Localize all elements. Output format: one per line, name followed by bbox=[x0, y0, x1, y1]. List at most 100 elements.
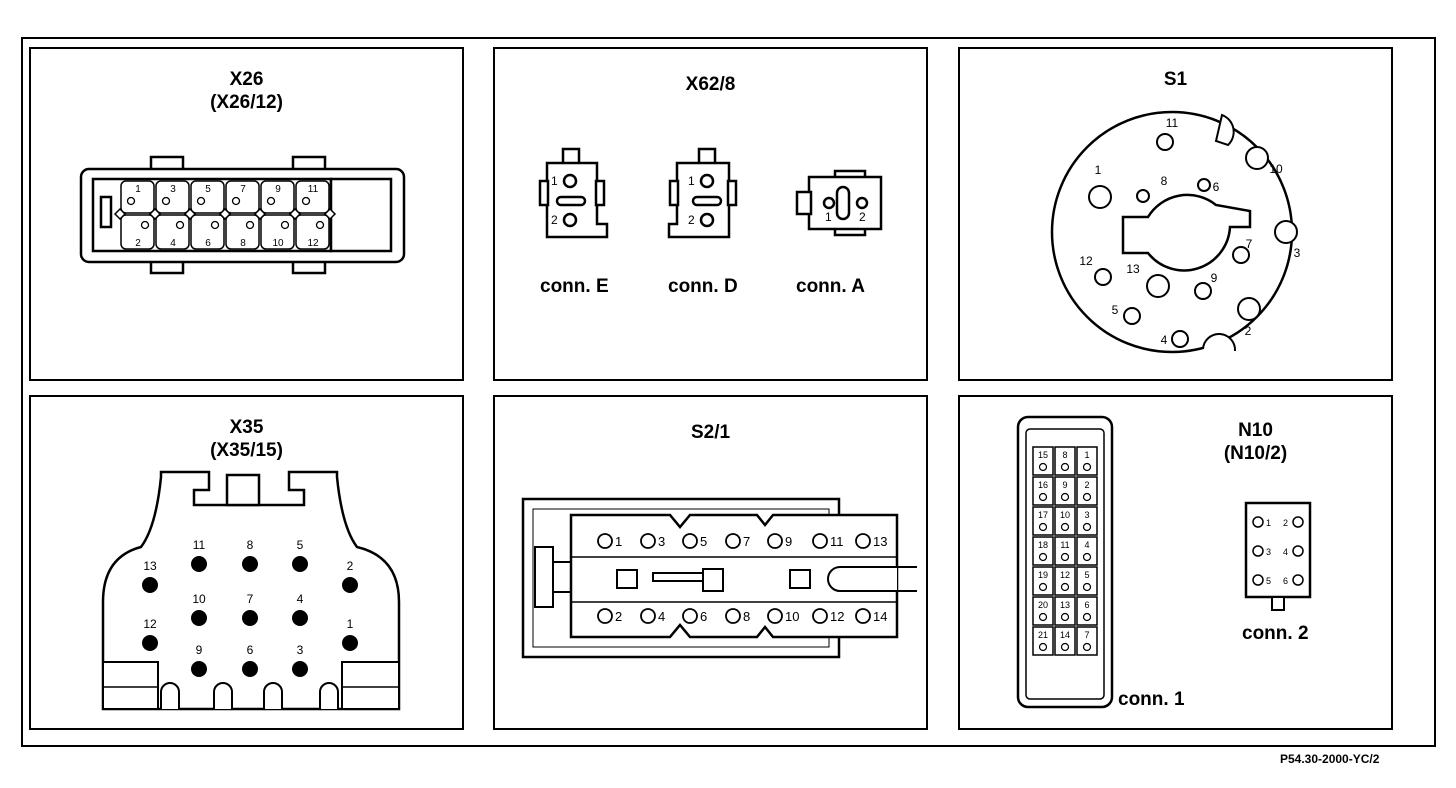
s2-1-pin bbox=[725, 608, 741, 624]
n10-conn1-cell bbox=[1032, 536, 1054, 566]
s1-pin-label: 10 bbox=[1269, 162, 1283, 176]
x35-pin bbox=[242, 610, 258, 626]
x35-pin-label: 4 bbox=[297, 592, 304, 606]
x35-pin-label: 2 bbox=[347, 559, 354, 573]
n10-conn1-pin bbox=[1082, 522, 1092, 532]
conn-1-label: conn. 1 bbox=[1118, 689, 1185, 710]
n10-conn1-pin-label: 14 bbox=[1060, 630, 1070, 640]
n10-conn1-cell bbox=[1076, 596, 1098, 626]
x26-pin-label: 2 bbox=[135, 238, 141, 249]
x26-cell bbox=[295, 180, 330, 214]
panel-title: X26 bbox=[229, 69, 264, 90]
s2-1-pin-label: 2 bbox=[615, 609, 622, 624]
n10-conn2-pin bbox=[1252, 574, 1264, 586]
n10-conn1-pin-label: 10 bbox=[1060, 510, 1070, 520]
x26-pin-label: 5 bbox=[205, 184, 211, 195]
x35-pin bbox=[292, 661, 308, 677]
x26-key-diamond bbox=[183, 207, 197, 221]
x35-pin-label: 6 bbox=[247, 643, 254, 657]
n10-conn2-pin-label: 1 bbox=[1266, 518, 1271, 528]
s2-1-pin-label: 9 bbox=[785, 534, 792, 549]
s2-1-pin bbox=[725, 533, 741, 549]
x26-key-diamond bbox=[113, 207, 127, 221]
n10-conn1-cell bbox=[1076, 476, 1098, 506]
x26-key-diamond bbox=[148, 207, 162, 221]
panel-subtitle: (N10/2) bbox=[1223, 443, 1288, 464]
s1-pin-label: 1 bbox=[1095, 163, 1102, 177]
n10-conn1-pin-label: 17 bbox=[1038, 510, 1048, 520]
conn-d-shape bbox=[667, 147, 738, 239]
s2-1-pin bbox=[767, 608, 783, 624]
panel-subtitle: (X26/12) bbox=[210, 92, 283, 113]
n10-conn1-pin-label: 20 bbox=[1038, 600, 1048, 610]
x26-pin-hole bbox=[175, 220, 185, 230]
n10-conn2-pin bbox=[1292, 516, 1304, 528]
n10-conn2-pin bbox=[1252, 516, 1264, 528]
n10-conn1-cell bbox=[1054, 626, 1076, 656]
conn-d-pin-2: 2 bbox=[688, 213, 695, 227]
s2-1-pin bbox=[855, 608, 871, 624]
panel-title: S1 bbox=[1163, 69, 1188, 90]
s2-1-pin-label: 10 bbox=[785, 609, 799, 624]
x26-key-diamond bbox=[253, 207, 267, 221]
x35-pin-label: 13 bbox=[143, 559, 157, 573]
x26-pin-hole bbox=[140, 220, 150, 230]
x35-pin bbox=[242, 556, 258, 572]
n10-conn2-pin-label: 3 bbox=[1266, 547, 1271, 557]
x26-pin-label: 9 bbox=[275, 184, 281, 195]
n10-conn1-pin bbox=[1082, 582, 1092, 592]
n10-conn1-pin-label: 12 bbox=[1060, 570, 1070, 580]
n10-conn1-pin-label: 5 bbox=[1084, 570, 1089, 580]
s2-1-pin bbox=[812, 608, 828, 624]
x26-pin-hole bbox=[161, 196, 171, 206]
n10-conn1-cell bbox=[1032, 476, 1054, 506]
n10-conn1-pin-label: 16 bbox=[1038, 480, 1048, 490]
x35-pin bbox=[292, 610, 308, 626]
x26-pin-hole bbox=[266, 196, 276, 206]
x26-cell bbox=[190, 180, 225, 214]
n10-conn1-pin bbox=[1060, 492, 1070, 502]
conn-d-label: conn. D bbox=[668, 276, 738, 297]
panel-title: N10 bbox=[1238, 420, 1273, 441]
conn-e-label: conn. E bbox=[540, 276, 609, 297]
s1-pin-hole bbox=[1237, 297, 1261, 321]
x26-pin-label: 6 bbox=[205, 238, 211, 249]
n10-conn1-pin bbox=[1060, 612, 1070, 622]
x35-pin-label: 9 bbox=[196, 643, 203, 657]
n10-conn1-pin-label: 15 bbox=[1038, 450, 1048, 460]
x26-pin-hole bbox=[301, 196, 311, 206]
figure-reference: P54.30-2000-YC/2 bbox=[1280, 752, 1380, 766]
s1-pin-label: 6 bbox=[1213, 180, 1220, 194]
n10-conn1-pin-label: 7 bbox=[1084, 630, 1089, 640]
n10-conn1-pin-label: 8 bbox=[1062, 450, 1067, 460]
x35-pin-label: 12 bbox=[143, 617, 157, 631]
s1-pin-label: 7 bbox=[1246, 237, 1253, 251]
n10-conn1-cell bbox=[1032, 446, 1054, 476]
n10-conn1-pin bbox=[1038, 522, 1048, 532]
s1-pin-label: 5 bbox=[1112, 303, 1119, 317]
s1-pin-hole bbox=[1274, 220, 1298, 244]
x35-pin-label: 11 bbox=[193, 538, 206, 552]
s1-pin-label: 3 bbox=[1294, 246, 1301, 260]
panel-title: X62/8 bbox=[685, 74, 736, 95]
x26-pin-hole bbox=[210, 220, 220, 230]
s2-1-pin-label: 12 bbox=[830, 609, 844, 624]
n10-conn1-pin bbox=[1060, 462, 1070, 472]
s1-pin-label: 9 bbox=[1211, 271, 1218, 285]
x26-pin-label: 1 bbox=[135, 184, 141, 195]
n10-conn1-pin-label: 9 bbox=[1062, 480, 1067, 490]
n10-conn1-pin bbox=[1060, 642, 1070, 652]
s2-1-pin-label: 3 bbox=[658, 534, 665, 549]
s1-pin-label: 8 bbox=[1161, 174, 1168, 188]
x35-pin-label: 7 bbox=[247, 592, 254, 606]
n10-conn1-pin-label: 1 bbox=[1084, 450, 1089, 460]
s1-pin-hole bbox=[1088, 185, 1112, 209]
x26-pin-label: 11 bbox=[308, 184, 319, 195]
panel-subtitle: (X35/15) bbox=[210, 440, 283, 461]
